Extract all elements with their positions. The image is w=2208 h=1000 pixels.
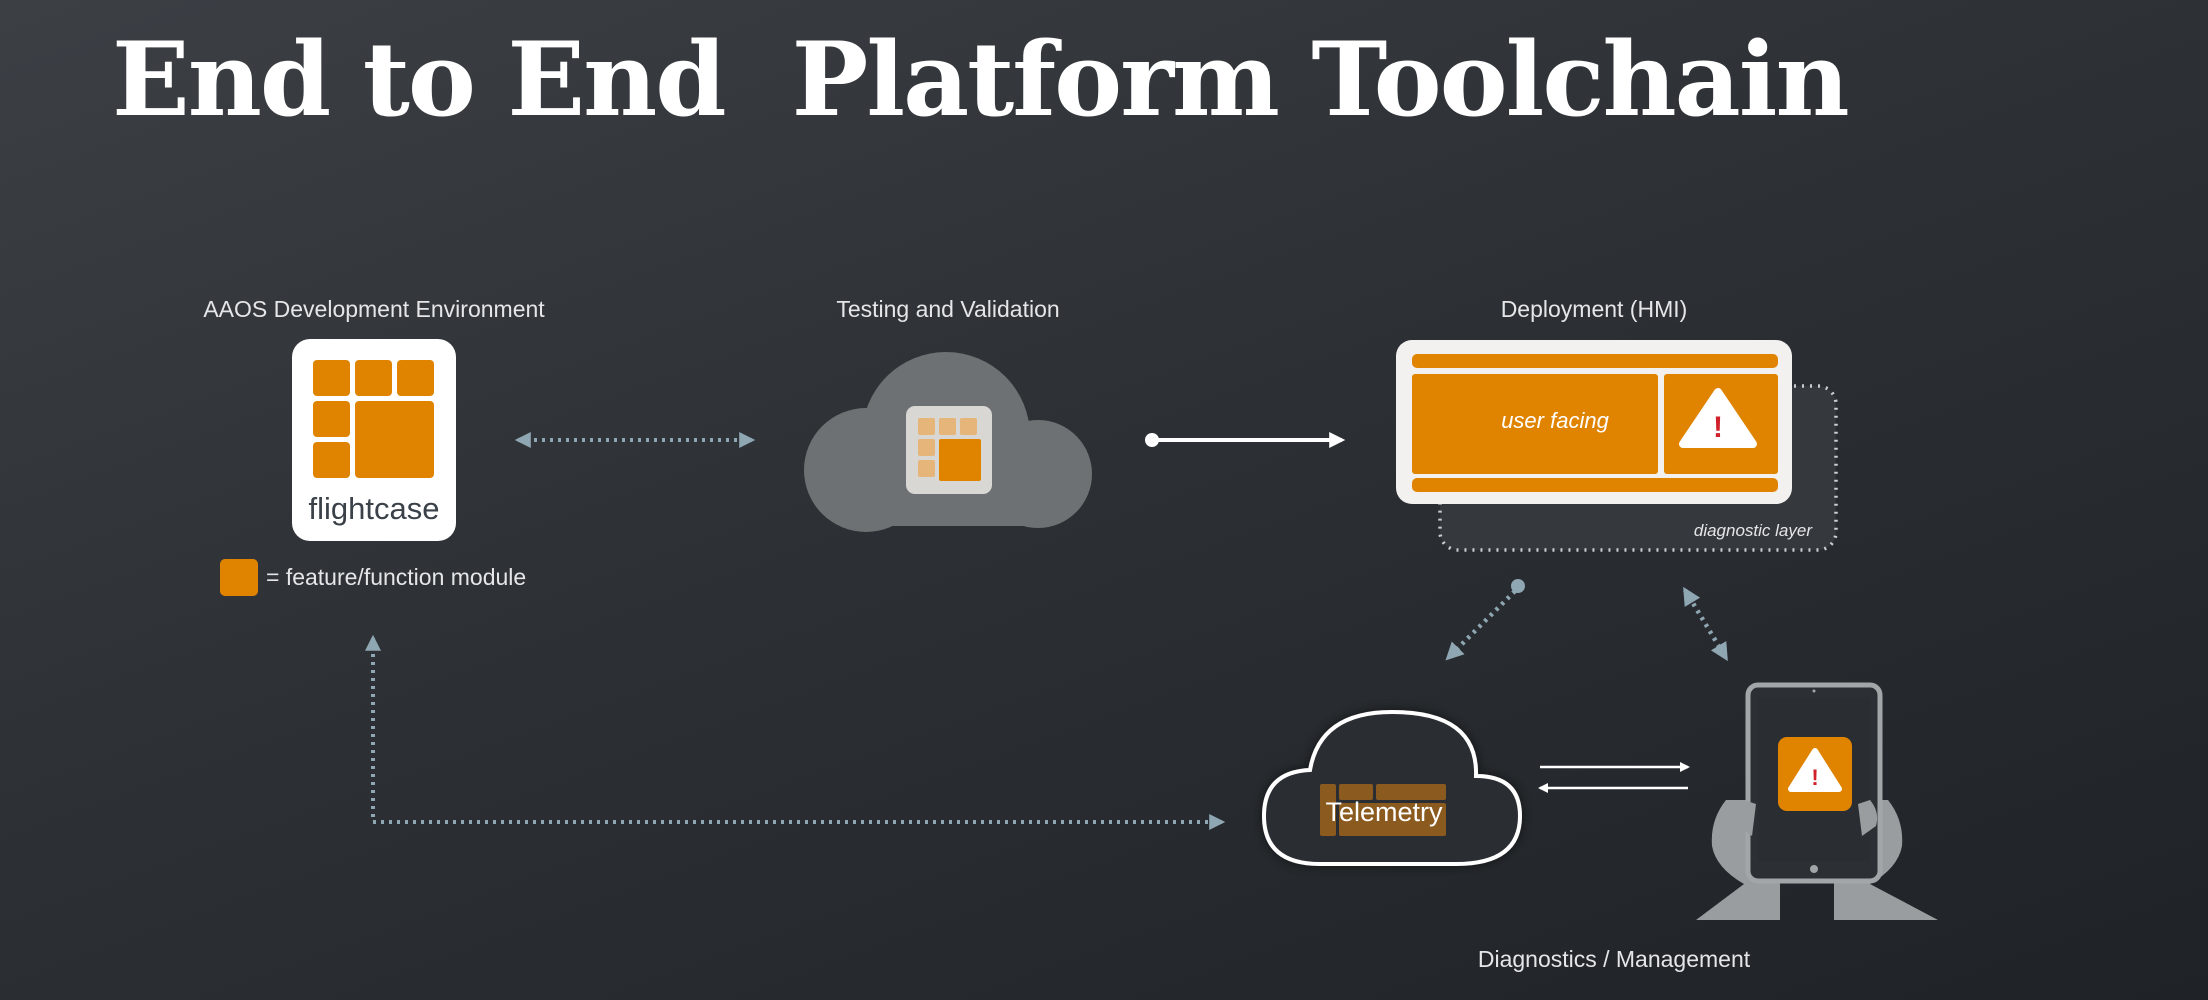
- flightcase-brand-text: flightcase: [309, 491, 440, 526]
- diagnostic-layer-label: diagnostic layer: [1694, 521, 1813, 540]
- cloud-icon: [804, 352, 1092, 532]
- slide-title: End to End Platform Toolchain: [112, 20, 1850, 140]
- telemetry-arrow-origin: [1511, 579, 1525, 593]
- svg-text:!: !: [1811, 765, 1818, 790]
- module-legend: = feature/function module: [220, 559, 526, 596]
- label-testing-validation: Testing and Validation: [836, 296, 1060, 322]
- label-dev-environment: AAOS Development Environment: [203, 296, 545, 322]
- user-facing-module: [1412, 374, 1658, 474]
- label-diagnostics-management: Diagnostics / Management: [1477, 946, 1751, 972]
- tablet-warning-icon: !: [1788, 748, 1842, 792]
- warning-icon: !: [1679, 388, 1757, 448]
- legend-text: = feature/function module: [266, 564, 526, 590]
- telemetry-module: Telemetry: [1320, 784, 1446, 836]
- deploy-tablet-arrow: [1683, 586, 1728, 662]
- telemetry-label: Telemetry: [1325, 797, 1443, 827]
- tablet-icon: !: [1745, 682, 1883, 884]
- label-deployment: Deployment (HMI): [1500, 296, 1688, 322]
- user-facing-label: user facing: [1501, 408, 1609, 433]
- hands-thumbs-icon: [1736, 800, 1878, 836]
- hmi-screen: user facing !: [1396, 340, 1792, 504]
- deploy-telemetry-arrow: [1445, 589, 1517, 661]
- legend-swatch: [220, 559, 258, 596]
- flightcase-logo-icon: flightcase: [292, 339, 456, 541]
- dev-telemetry-arrow: [365, 634, 1226, 830]
- svg-text:!: !: [1713, 411, 1723, 444]
